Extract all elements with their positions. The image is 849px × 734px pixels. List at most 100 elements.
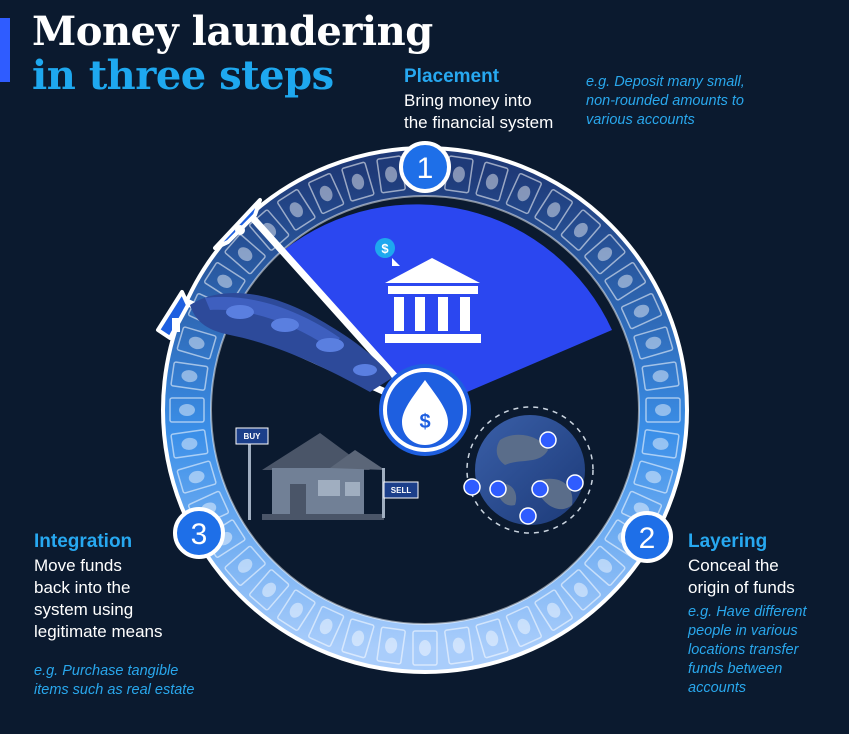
banknote [534,189,573,231]
ring-clip [492,658,505,665]
banknote [170,429,209,459]
ring-clip [681,441,687,454]
ring-clip [456,148,469,154]
title-line-1: Money laundering [32,8,433,55]
ring-clip [381,148,394,154]
ring-clip [161,404,165,416]
integration-title: Integration [34,531,133,552]
banknote [620,293,663,330]
banknote [341,161,375,202]
bank-icon [385,258,481,343]
ring-clip [617,576,629,588]
ring-clip [673,330,680,343]
ring-clip [419,670,431,674]
layering-description: Conceal the origin of funds [688,556,795,597]
title-accent-bar [0,18,10,82]
banknote [277,189,316,231]
banknote [584,234,626,275]
cash-pile [190,293,392,392]
banknote [277,589,316,631]
banknote [641,361,680,391]
banknote [475,161,509,202]
ring-clip [277,185,290,195]
deposit-dollar-icon: $ [375,238,400,266]
money-drop-icon: $ [379,364,471,456]
placement-title: Placement [404,66,500,87]
ring-clip [345,658,358,665]
ring-clip [163,441,169,454]
ring-clip [163,366,169,379]
money-ring [161,146,689,674]
banknote [249,569,290,611]
svg-text:1: 1 [417,152,434,185]
ring-clip [170,477,177,490]
banknote [376,626,406,665]
buy-sign: BUY [235,427,269,445]
ring-clip [527,167,540,176]
ring-clip [200,262,210,275]
banknote [176,326,217,360]
ring-clip [381,666,394,672]
svg-text:BUY: BUY [244,432,262,441]
ring-clip [170,330,177,343]
ring-clip [685,404,689,416]
ring-clip [640,262,650,275]
banknote [308,605,345,648]
banknote [444,626,474,665]
ring-clip [591,206,603,218]
page-title: Money laundering in three steps [32,10,433,98]
banknote [341,618,375,659]
banknote [412,630,438,666]
banknote [170,361,209,391]
placement-description: Bring money into the financial system [404,91,554,132]
ring-clip [310,167,323,176]
banknote [560,569,601,611]
step-2-badge: 2 [621,511,673,563]
banknote [584,545,626,586]
layering-title: Layering [688,531,768,552]
banknote [224,545,266,586]
ring-clip [659,295,668,308]
banknote [604,262,646,301]
banknote [645,397,681,423]
banknote [204,262,246,301]
banknote [169,397,205,423]
integration-example: e.g. Purchase tangible items such as rea… [34,663,195,698]
banknote [505,172,542,215]
ring-clip [492,155,505,162]
banknote [534,589,573,631]
banknote [224,234,266,275]
sell-sign: SELL [383,481,419,499]
ring-clip [560,625,573,635]
step-1-badge: 1 [399,141,451,193]
banknote [633,326,674,360]
svg-text:2: 2 [639,522,656,555]
svg-text:SELL: SELL [391,486,412,495]
ring-clip [527,644,540,653]
step-3-badge: 3 [173,507,225,559]
svg-text:3: 3 [191,518,208,551]
ring-clip [591,602,603,614]
banknote-band [169,154,681,666]
ring-clip [617,232,629,244]
ring-clip [456,666,469,672]
ring-clip [560,185,573,195]
banknote [475,618,509,659]
title-line-2: in three steps [32,52,334,99]
integration-description: Move funds back into the system using le… [34,556,163,641]
layering-example: e.g. Have different people in various lo… [688,604,807,696]
banknote [641,429,680,459]
banknote [505,605,542,648]
ring-clip [277,625,290,635]
svg-text:$: $ [381,241,389,256]
svg-text:$: $ [419,411,430,433]
banknote [308,172,345,215]
banknote [176,460,217,494]
banknote [560,209,601,251]
globe-network-icon [463,406,594,534]
ring-clip [310,644,323,653]
ring-clip [247,602,259,614]
placement-example: e.g. Deposit many small, non-rounded amo… [586,74,745,128]
ring-clip [673,477,680,490]
